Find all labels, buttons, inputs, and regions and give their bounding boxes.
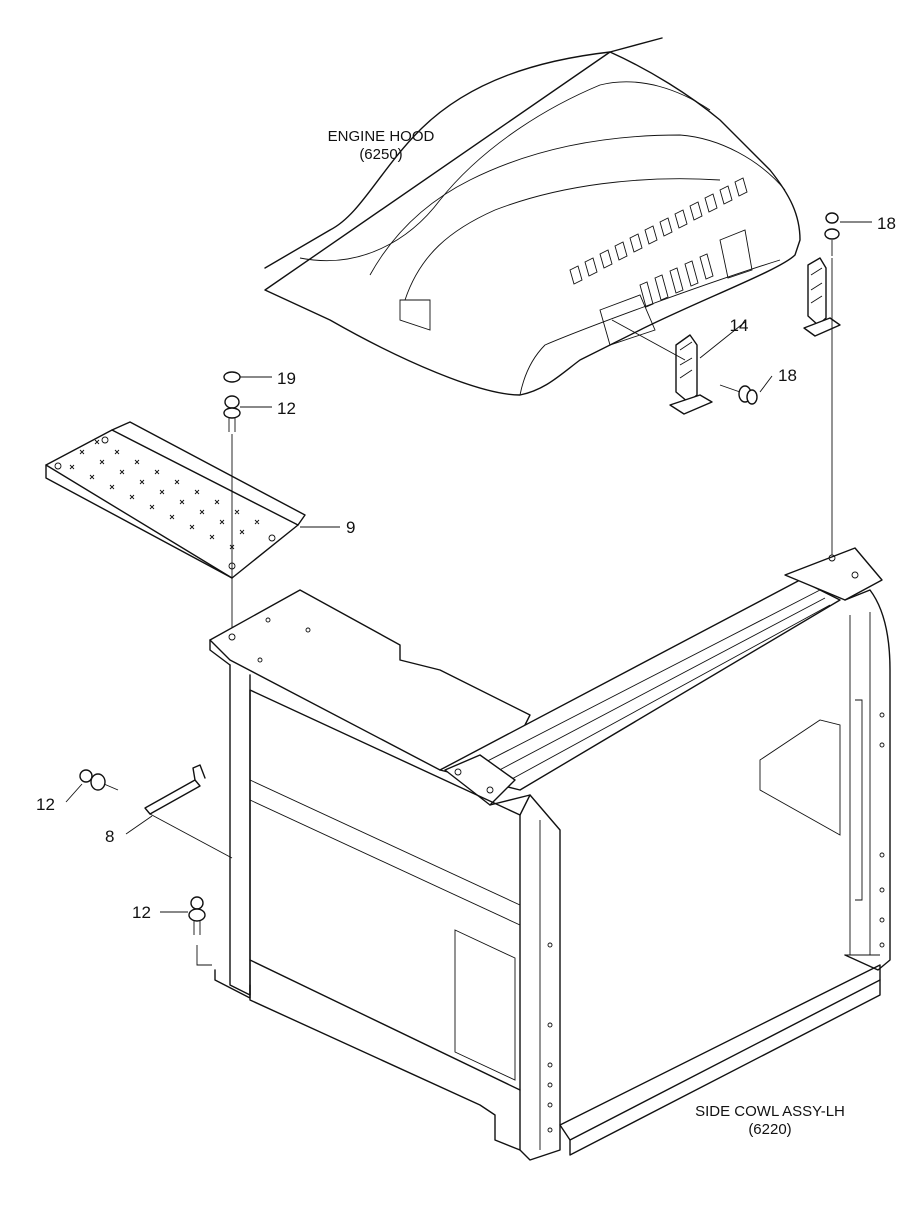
bolt-18-mid xyxy=(719,384,758,405)
callout-9: 9 xyxy=(346,518,355,537)
assembly-line-latch xyxy=(611,319,686,361)
hood-latch-right xyxy=(803,257,841,337)
bolt-18-top xyxy=(824,212,840,256)
nut-19 xyxy=(223,371,241,383)
callout-8: 8 xyxy=(105,827,114,846)
callout-18-top: 18 xyxy=(877,214,896,233)
side-cowl-label: SIDE COWL ASSY-LH xyxy=(695,1103,845,1120)
step-plate xyxy=(45,421,306,579)
callout-leaders xyxy=(65,221,872,913)
bolt-12-left xyxy=(79,769,119,791)
side-cowl-frame xyxy=(209,547,891,1161)
engine-hood-ref: (6250) xyxy=(359,146,402,163)
engine-hood-label: ENGINE HOOD xyxy=(328,128,435,145)
callout-12-bottom: 12 xyxy=(132,903,151,922)
side-cowl-ref: (6220) xyxy=(748,1121,791,1138)
callout-14: 14 xyxy=(730,316,749,335)
assembly-line-bracket xyxy=(149,813,233,859)
callout-19: 19 xyxy=(277,369,296,388)
engine-hood xyxy=(264,37,801,396)
callout-12-left: 12 xyxy=(36,795,55,814)
callout-18-mid: 18 xyxy=(778,366,797,385)
bracket-8 xyxy=(144,764,206,815)
bolt-12-top xyxy=(223,395,241,432)
bolt-12-bottom xyxy=(188,896,212,966)
hood-latch-left xyxy=(669,334,713,415)
callout-12-top: 12 xyxy=(277,399,296,418)
